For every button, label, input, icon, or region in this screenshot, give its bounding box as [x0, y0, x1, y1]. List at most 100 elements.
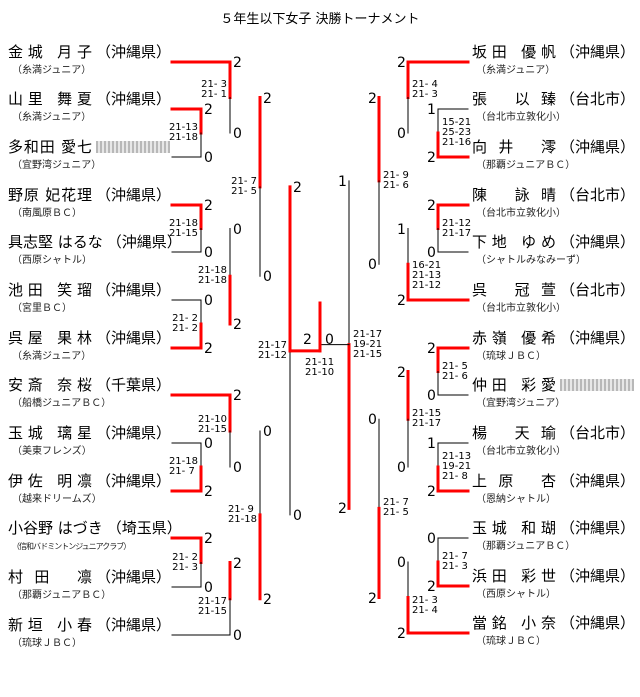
player-prefecture: （沖縄県） — [96, 616, 172, 634]
game-score: 21- 6 — [383, 179, 409, 191]
games-won: 1 — [427, 102, 436, 118]
games-won: 0 — [368, 257, 377, 274]
game-score: 21- 3 — [201, 78, 227, 90]
player-prefecture: （沖縄県） — [560, 43, 636, 61]
player-prefecture: （沖縄県） — [560, 614, 636, 632]
game-score: 21-12 — [412, 280, 442, 292]
player-row: 上原 杏（沖縄県） — [472, 472, 635, 490]
player-row: 野原 妃花理（沖縄県） — [8, 186, 171, 204]
player-name: 陳 詠晴 — [472, 186, 556, 204]
player-row: 伊佐 明凛（沖縄県） — [8, 472, 171, 490]
games-won: 2 — [397, 626, 406, 642]
player-name: 赤嶺 優希 — [472, 329, 556, 347]
game-score: 21-17 — [197, 595, 227, 607]
player-club: （琉球ＪＢＣ） — [12, 638, 82, 649]
player-prefecture-garbled — [96, 141, 170, 153]
games-won: 2 — [293, 179, 302, 196]
games-won: 2 — [397, 55, 406, 71]
player-prefecture: （沖縄県） — [560, 567, 636, 585]
player-name: 張 以臻 — [472, 90, 556, 108]
player-prefecture: （沖縄県） — [96, 329, 172, 347]
player-name: 當銘 小奈 — [472, 614, 556, 632]
games-won: 2 — [397, 364, 406, 381]
player-club: （糸満ジュニア） — [12, 112, 92, 123]
player-club: （宜野湾ジュニア） — [476, 398, 566, 409]
games-won: 2 — [233, 555, 242, 572]
player-name: 坂田 優帆 — [472, 43, 556, 61]
games-won: 0 — [233, 628, 242, 644]
player-row: 玉城 和瑚（沖縄県） — [472, 519, 635, 537]
games-won: 0 — [204, 436, 213, 452]
games-won: 0 — [263, 269, 272, 286]
games-won: 2 — [338, 501, 347, 518]
games-won: 0 — [204, 245, 213, 261]
player-row: 當銘 小奈（沖縄県） — [472, 614, 635, 632]
games-won: 2 — [263, 591, 272, 608]
player-name: 玉城 璃星 — [8, 424, 92, 442]
player-row: 新垣 小春（沖縄県） — [8, 616, 171, 634]
game-score: 21-18 — [168, 217, 198, 229]
player-club: （台北市立敦化小） — [476, 208, 566, 219]
player-name: 上原 杏 — [472, 472, 556, 490]
game-score: 21-13 — [412, 270, 442, 282]
game-score: 21-15 — [412, 408, 442, 420]
player-club: （宜野湾ジュニア） — [12, 160, 102, 171]
player-club: （台北市立敦化小） — [476, 446, 566, 457]
player-name: 下地 ゆめ — [472, 233, 556, 251]
game-score: 21-18 — [197, 265, 227, 277]
games-won: 2 — [263, 90, 272, 107]
game-score: 21-18 — [168, 456, 198, 467]
player-row: 玉城 璃星（沖縄県） — [8, 424, 171, 442]
game-score: 21- 7 — [168, 466, 195, 477]
player-club: （越来ドリームズ） — [12, 494, 102, 505]
player-name: 呉 冠萱 — [472, 281, 556, 299]
game-score: 21- 7 — [383, 497, 409, 509]
games-won: 0 — [204, 150, 213, 166]
games-won: 0 — [233, 460, 242, 476]
player-row: 浜田 彩世（沖縄県） — [472, 567, 635, 585]
game-score: 21- 9 — [383, 169, 409, 181]
player-row: 小谷野 はづき（埼玉県） — [8, 519, 182, 537]
player-prefecture: （沖縄県） — [560, 519, 636, 537]
player-prefecture: （沖縄県） — [96, 90, 172, 108]
player-prefecture: （台北市） — [560, 186, 636, 204]
player-prefecture: （台北市） — [560, 90, 636, 108]
player-name: 仲田 彩愛 — [472, 376, 556, 394]
player-row: 金城 月子（沖縄県） — [8, 43, 171, 61]
player-prefecture: （沖縄県） — [96, 424, 172, 442]
games-won: 1 — [397, 221, 406, 238]
player-club: （那覇ジュニアＢＣ） — [12, 590, 112, 601]
player-prefecture: （沖縄県） — [96, 281, 172, 299]
game-score: 21-10 — [197, 414, 227, 425]
games-won: 0 — [427, 245, 436, 261]
player-row: 呉 冠萱（台北市） — [472, 281, 635, 299]
player-row: 仲田 彩愛 — [472, 376, 634, 394]
game-score: 21- 9 — [227, 503, 254, 515]
player-prefecture: （沖縄県） — [96, 43, 172, 61]
game-score: 21-11 — [305, 357, 335, 368]
game-score: 21-17 — [257, 339, 287, 351]
game-score: 21- 2 — [172, 551, 198, 563]
player-row: 多和田 愛七 — [8, 138, 170, 156]
game-score: 21- 1 — [201, 88, 227, 100]
game-score: 21- 6 — [442, 370, 468, 382]
games-won: 2 — [427, 150, 436, 166]
player-name: 具志堅 はるな — [8, 233, 103, 251]
game-score: 21- 5 — [383, 507, 409, 519]
player-name: 呉屋 果林 — [8, 329, 92, 347]
player-club: （美東フレンズ） — [12, 446, 92, 457]
games-won: 2 — [233, 388, 242, 404]
games-won: 0 — [204, 580, 213, 596]
game-score: 21- 4 — [412, 78, 438, 90]
